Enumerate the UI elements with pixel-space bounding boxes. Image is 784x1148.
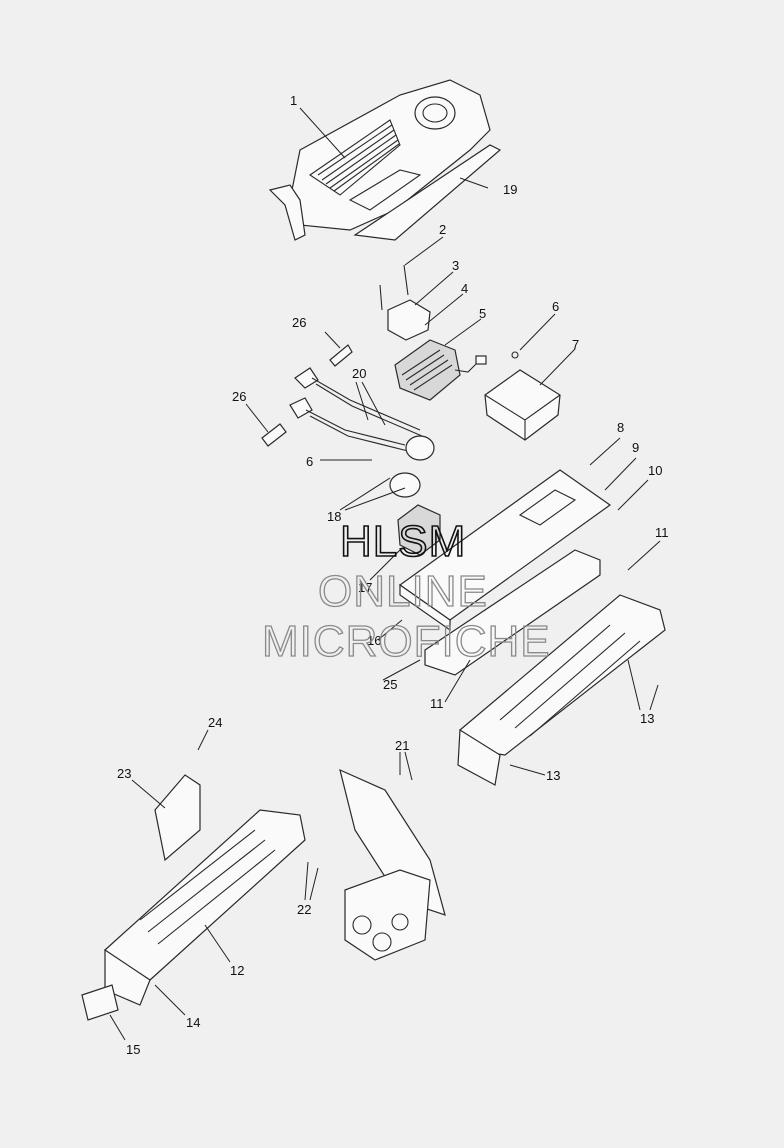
- mounting-plate-part: [398, 469, 612, 676]
- watermark: HLSM ONLINE MICROFICHE: [261, 516, 551, 666]
- callout-15: 15: [126, 1042, 140, 1057]
- callout-20: 20: [352, 366, 366, 381]
- leader-lines: [109, 107, 661, 1041]
- left-heat-shield-part: [104, 809, 306, 1006]
- callout-19: 19: [503, 182, 517, 197]
- callout-23: 23: [117, 766, 131, 781]
- callout-6b: 6: [306, 454, 313, 469]
- callout-18: 18: [327, 509, 341, 524]
- callout-16: 16: [367, 633, 381, 648]
- cdi-box-part: [484, 351, 561, 441]
- callout-7: 7: [572, 337, 579, 352]
- callout-1: 1: [290, 93, 297, 108]
- callout-24: 24: [208, 715, 222, 730]
- callout-25: 25: [383, 677, 397, 692]
- callout-6a: 6: [552, 299, 559, 314]
- callout-11b: 11: [430, 696, 444, 711]
- bracket-part: [81, 984, 119, 1021]
- callout-3: 3: [452, 258, 459, 273]
- callout-12: 12: [230, 963, 244, 978]
- callout-5: 5: [479, 306, 486, 321]
- callout-labels: 1 2 3 4 5 6 7 6 8 9 10 11 11 13 13 14 15…: [117, 93, 669, 1057]
- callout-8: 8: [617, 420, 624, 435]
- callout-22: 22: [297, 902, 311, 917]
- trim-strip-part: [353, 144, 502, 241]
- callout-14: 14: [186, 1015, 200, 1030]
- callout-13b: 13: [546, 768, 560, 783]
- exhaust-duct-part: [339, 768, 446, 961]
- callout-4: 4: [461, 281, 468, 296]
- callout-21: 21: [395, 738, 409, 753]
- callout-17: 17: [358, 580, 372, 595]
- ignition-coil-part: [397, 504, 441, 556]
- watermark-line-2: ONLINE: [318, 567, 488, 616]
- callout-9: 9: [632, 440, 639, 455]
- hood-cover-part: [268, 79, 491, 241]
- right-heat-shield-part: [457, 594, 666, 786]
- callout-2: 2: [439, 222, 446, 237]
- callout-26a: 26: [292, 315, 306, 330]
- regulator-assembly: [379, 264, 487, 401]
- watermark-line-3: MICROFICHE: [262, 617, 551, 666]
- callout-13a: 13: [640, 711, 654, 726]
- callout-11a: 11: [655, 525, 669, 540]
- callout-26b: 26: [232, 389, 246, 404]
- callout-10: 10: [648, 463, 662, 478]
- side-bracket-part: [154, 774, 201, 862]
- watermark-line-1: HLSM: [340, 517, 466, 566]
